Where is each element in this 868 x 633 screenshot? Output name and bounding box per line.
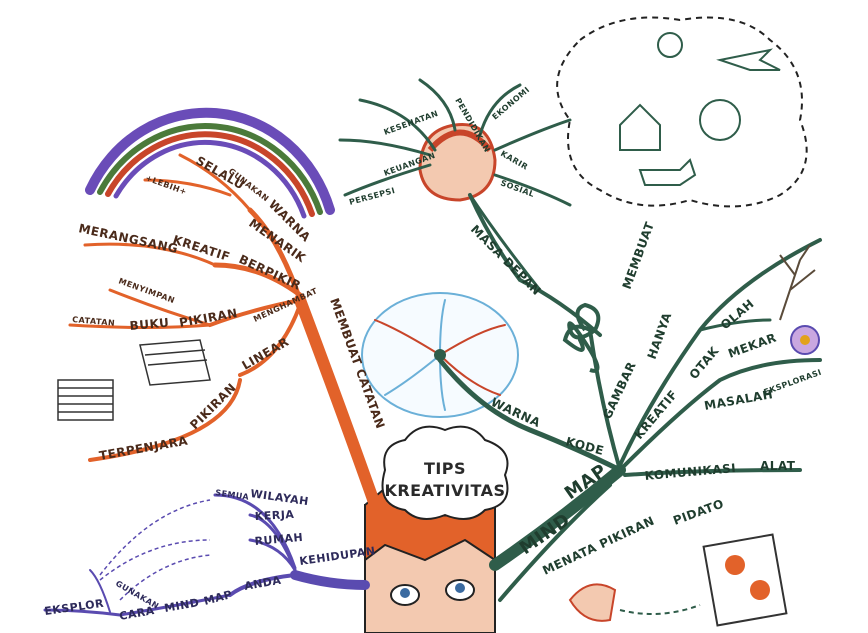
green-label-otak: OTAK	[687, 344, 722, 382]
orange-label-lebih: +LEBIH+	[144, 173, 188, 196]
future-dream-cloud	[557, 18, 807, 207]
center-title-line2: KREATIVITAS	[384, 481, 505, 500]
green-label-gambar: GAMBAR	[600, 359, 639, 421]
green-label-mekar: MEKAR	[726, 330, 778, 360]
green-label-karir: KARIR	[499, 149, 530, 172]
dog-icon	[640, 160, 695, 185]
green-label-kesehatan: KESEHATAN	[383, 109, 440, 137]
flower-icon	[791, 326, 819, 354]
hand-icon	[570, 584, 615, 620]
audience-paper-icon	[704, 535, 787, 626]
airplane-icon	[720, 50, 780, 70]
dream-face-icon	[700, 100, 740, 140]
orange-label-menyimpan: MENYIMPAN	[117, 276, 176, 305]
orange-label-merangsang: MERANGSANG	[77, 221, 179, 256]
green-label-eksplorasi: EKSPLORASI	[763, 368, 823, 397]
purple-label-map: MAP	[202, 588, 233, 608]
purple-label-eksplor: EKSPLOR	[44, 597, 105, 618]
orange-label-terpenjara: TERPENJARA	[98, 434, 189, 463]
purple-label-kerja: KERJA	[254, 508, 294, 523]
orange-label-pikiran2: PIKIRAN	[187, 380, 239, 432]
sun-icon	[658, 33, 682, 57]
purple-label-wilayah: WILAYAH	[250, 487, 310, 508]
orange-label-buku: BUKU	[129, 316, 170, 333]
purple-label-semua: SEMUA	[215, 488, 250, 502]
notes-stack-icon	[58, 380, 113, 420]
green-label-alat: ALAT	[760, 459, 796, 473]
green-label-komunikasi: KOMUNIKASI	[644, 461, 737, 483]
purple-label-rumah: RUMAH	[254, 531, 304, 548]
purple-label-mind: MIND	[163, 596, 200, 615]
green-label-hanya: HANYA	[645, 310, 675, 361]
green-label-masa-depan: MASA DEPAN	[468, 222, 544, 298]
orange-label-linear: LINEAR	[240, 335, 292, 373]
notebook-icon	[140, 340, 210, 385]
green-dashed-arrow	[620, 605, 700, 614]
green-label-pidato: PIDATO	[671, 497, 726, 528]
tree-icon	[780, 245, 815, 320]
house-icon	[620, 105, 660, 150]
green-label-membuat: MEMBUAT	[620, 220, 657, 291]
center-title-line1: TIPS	[424, 459, 466, 478]
purple-label-anda: ANDA	[243, 574, 282, 593]
